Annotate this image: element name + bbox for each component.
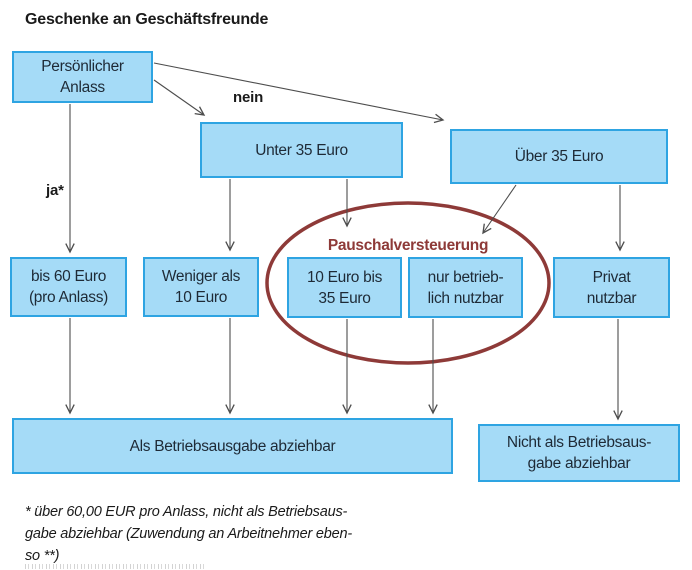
node-text: Als Betriebsausgabe abziehbar [129, 437, 336, 455]
node-text: (pro Anlass) [28, 289, 109, 306]
node-text: 35 Euro [318, 289, 371, 307]
node-business-use-only: nur betrieb- lich nutzbar [408, 257, 523, 318]
node-text: Nicht als Betriebsaus- [506, 434, 652, 451]
node-text: bis 60 Euro [30, 268, 107, 285]
node-private-use: Privat nutzbar [553, 257, 670, 318]
ellipse-label-pauschalversteuerung: Pauschalversteuerung [327, 237, 489, 254]
node-personal-occasion: Persönlicher Anlass [12, 51, 153, 103]
edge-label-nein: nein [233, 89, 264, 106]
highlight-ellipse [265, 201, 551, 365]
node-up-to-60-euro: bis 60 Euro (pro Anlass) [10, 257, 127, 317]
node-text: 10 Euro bis [306, 268, 383, 286]
node-text: nutzbar [586, 289, 637, 307]
edge-personal-to-over35 [153, 62, 445, 124]
node-text: Unter 35 Euro [255, 141, 348, 159]
node-under-35-euro: Unter 35 Euro [200, 122, 403, 178]
footnote-line: * über 60,00 EUR pro Anlass, nicht als B… [25, 504, 348, 520]
node-text: Persönlicher [41, 58, 124, 75]
footnote-line: so **) [25, 548, 60, 564]
node-text: lich nutzbar [427, 289, 504, 307]
node-text: Über 35 Euro [514, 148, 604, 165]
node-text: Weniger als [161, 268, 241, 285]
edge-personal-to-under35 [153, 79, 206, 116]
node-deductible-as-business-expense: Als Betriebsausgabe abziehbar [12, 418, 453, 474]
node-over-35-euro: Über 35 Euro [450, 129, 668, 184]
node-text: gabe abziehbar [527, 455, 631, 472]
page-title: Geschenke an Geschäftsfreunde [25, 11, 269, 28]
node-less-than-10-euro: Weniger als 10 Euro [143, 257, 259, 317]
node-not-deductible-as-business-expense: Nicht als Betriebsaus- gabe abziehbar [478, 424, 680, 482]
cutoff-text-line [25, 564, 207, 569]
node-text: 10 Euro [174, 289, 228, 306]
node-text: nur betrieb- [427, 268, 504, 286]
footnote-line: gabe abziehbar (Zuwendung an Arbeitnehme… [25, 526, 353, 542]
node-text: Anlass [60, 79, 105, 96]
node-text: Privat [592, 268, 631, 286]
footnote: * über 60,00 EUR pro Anlass, nicht als B… [25, 501, 352, 567]
node-10-to-35-euro: 10 Euro bis 35 Euro [287, 257, 402, 318]
edge-over35-to-business-only [482, 184, 517, 235]
edge-label-ja: ja* [46, 182, 64, 199]
